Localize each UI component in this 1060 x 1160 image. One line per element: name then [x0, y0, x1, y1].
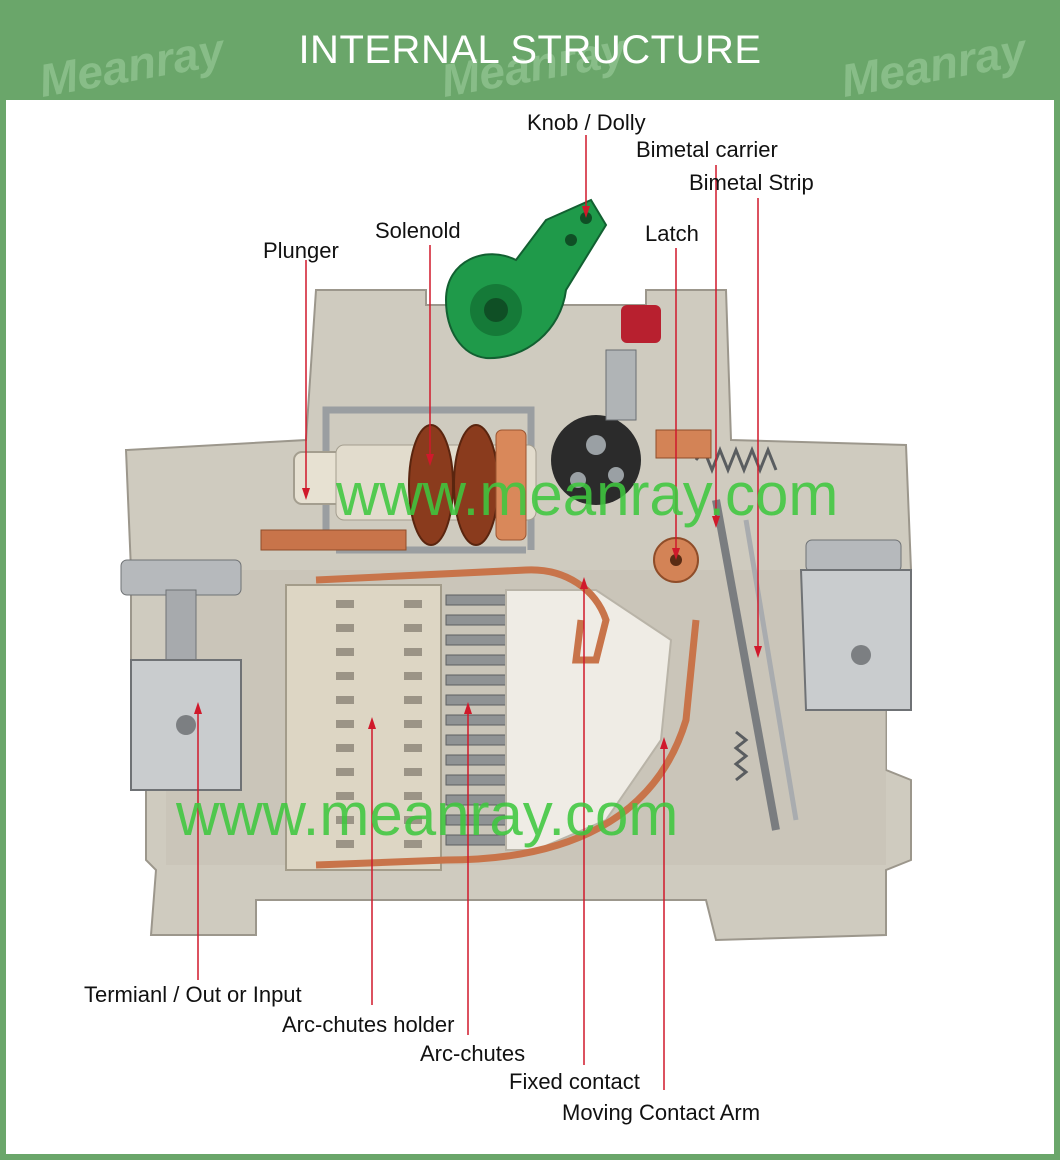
header-bar: Meanray Meanray Meanray INTERNAL STRUCTU…: [0, 0, 1060, 107]
leader-lines: [197, 135, 759, 1090]
knob-dolly: [444, 198, 608, 360]
label-knob-dolly: Knob / Dolly: [527, 110, 646, 135]
bimetal-carrier: [655, 429, 712, 459]
breaker-illustration: [120, 135, 913, 1090]
watermark-text: www.meanray.com: [336, 461, 839, 528]
watermark-text: www.meanray.com: [176, 781, 679, 848]
label-arc-chutes-holder: Arc-chutes holder: [282, 1012, 455, 1037]
label-latch: Latch: [645, 221, 699, 246]
label-arc-chutes: Arc-chutes: [420, 1041, 526, 1066]
trip-mechanism: [551, 349, 641, 505]
right-terminal: [799, 539, 912, 711]
label-bimetal-carrier: Bimetal carrier: [636, 137, 778, 162]
left-terminal: [120, 559, 242, 791]
red-indicator: [621, 305, 661, 343]
label-solenoid: Solenold: [375, 218, 461, 243]
solenoid-coil: [335, 424, 537, 546]
diagram-panel: www.meanray.com www.meanray.com Knob / D…: [6, 100, 1054, 1154]
arc-chutes-holder: [285, 584, 442, 871]
leader-arrows: [194, 206, 762, 749]
label-fixed-contact: Fixed contact: [509, 1069, 640, 1094]
copper-bus: [260, 529, 407, 551]
label-plunger: Plunger: [263, 238, 339, 263]
label-terminal: Termianl / Out or Input: [84, 982, 302, 1007]
label-moving-contact-arm: Moving Contact Arm: [562, 1100, 761, 1125]
label-bimetal-strip: Bimetal Strip: [689, 170, 814, 195]
page-title: INTERNAL STRUCTURE: [298, 28, 762, 72]
bimetal-strip: [712, 499, 799, 831]
springs: [694, 445, 778, 782]
cam-plate: [505, 589, 673, 851]
